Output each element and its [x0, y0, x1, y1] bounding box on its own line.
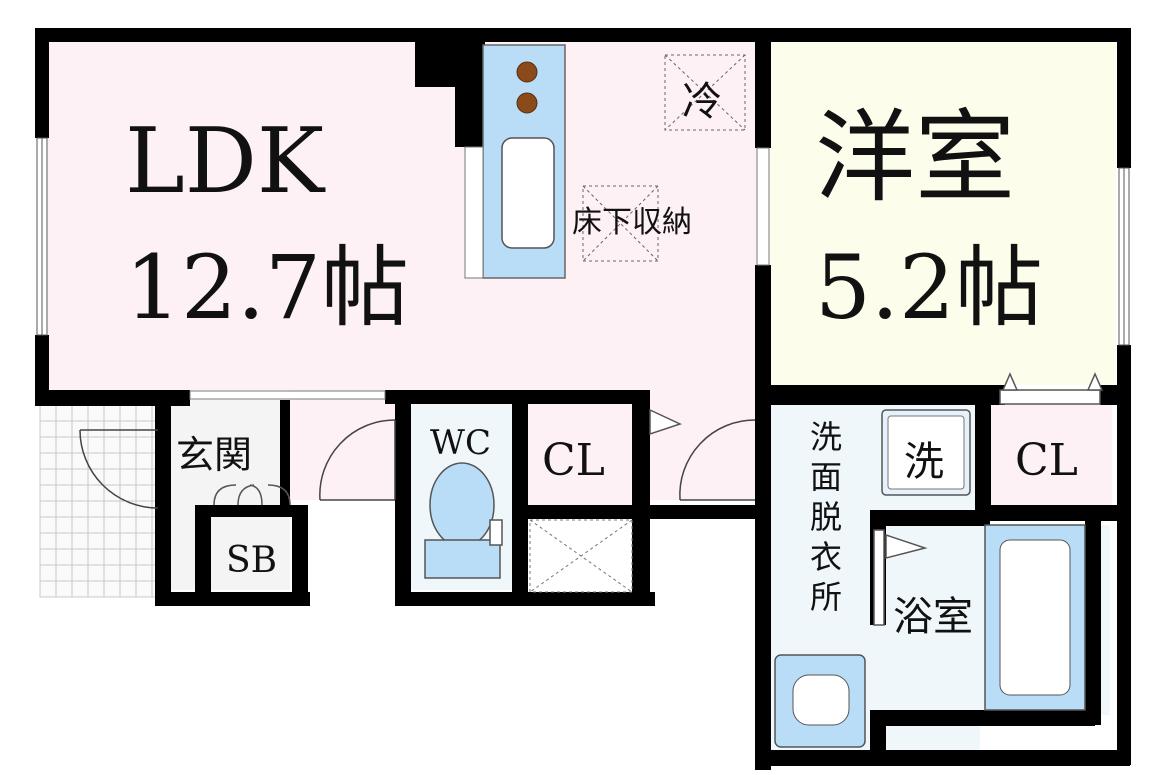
- underfloor-storage-label: 床下収納: [572, 205, 692, 240]
- washroom-label-char: 脱: [810, 498, 842, 536]
- entrance-label: 玄関: [176, 433, 252, 477]
- wash-basin: [774, 654, 866, 748]
- washroom-label-char: 面: [810, 458, 842, 496]
- closet-2-door: [999, 372, 1104, 405]
- entrance-floor: [170, 400, 290, 590]
- closet-2-floor: [990, 405, 1112, 505]
- fridge-label: 冷: [682, 79, 722, 125]
- ldk-label: LDK: [125, 109, 326, 214]
- window-right: [1118, 167, 1130, 346]
- washroom-label: 洗 面 脱 衣 所: [810, 418, 842, 616]
- entrance-tile-floor: [39, 404, 159, 598]
- stove-burner: [516, 92, 538, 114]
- toilet-fixture: [424, 462, 503, 579]
- bathroom-door: [873, 529, 928, 626]
- western-room-label: 洋室: [815, 99, 1015, 216]
- washing-machine-inner: [887, 415, 965, 490]
- window-ldk-bottom: [189, 390, 386, 400]
- window-left: [36, 137, 48, 336]
- ldk-floor: [48, 40, 760, 390]
- shoe-box-label: SB: [226, 540, 277, 581]
- washer-label: 洗: [904, 439, 944, 485]
- washroom-label-char: 洗: [810, 418, 842, 456]
- ldk-size-label: 12.7帖: [125, 236, 409, 339]
- hall-door: [319, 419, 396, 501]
- kitchen-sink: [501, 137, 555, 249]
- washroom-label-char: 衣: [810, 538, 842, 576]
- fridge-space: [664, 54, 746, 131]
- walls: [35, 28, 1131, 770]
- sliding-door-ldk-western: [756, 147, 770, 266]
- underfloor-storage-hatch: [582, 185, 659, 262]
- western-room-floor: [770, 40, 1116, 385]
- bathtub: [984, 524, 1086, 711]
- bathroom-label: 浴室: [893, 594, 973, 640]
- closet-1-door: [649, 408, 683, 436]
- washroom-label-char: 所: [810, 578, 842, 616]
- shoe-box-doors: [213, 484, 291, 506]
- closet-1-floor: [528, 405, 638, 505]
- stove-burner: [516, 61, 538, 83]
- closet-2-label: CL: [1015, 435, 1078, 486]
- toilet-label: WC: [430, 423, 491, 463]
- washroom-door: [679, 419, 756, 501]
- western-room-size-label: 5.2帖: [815, 236, 1043, 339]
- kitchen-side-panel: [464, 146, 484, 279]
- entrance-door: [79, 429, 159, 509]
- closet-1-label: CL: [542, 435, 605, 486]
- storage-space: [529, 519, 633, 593]
